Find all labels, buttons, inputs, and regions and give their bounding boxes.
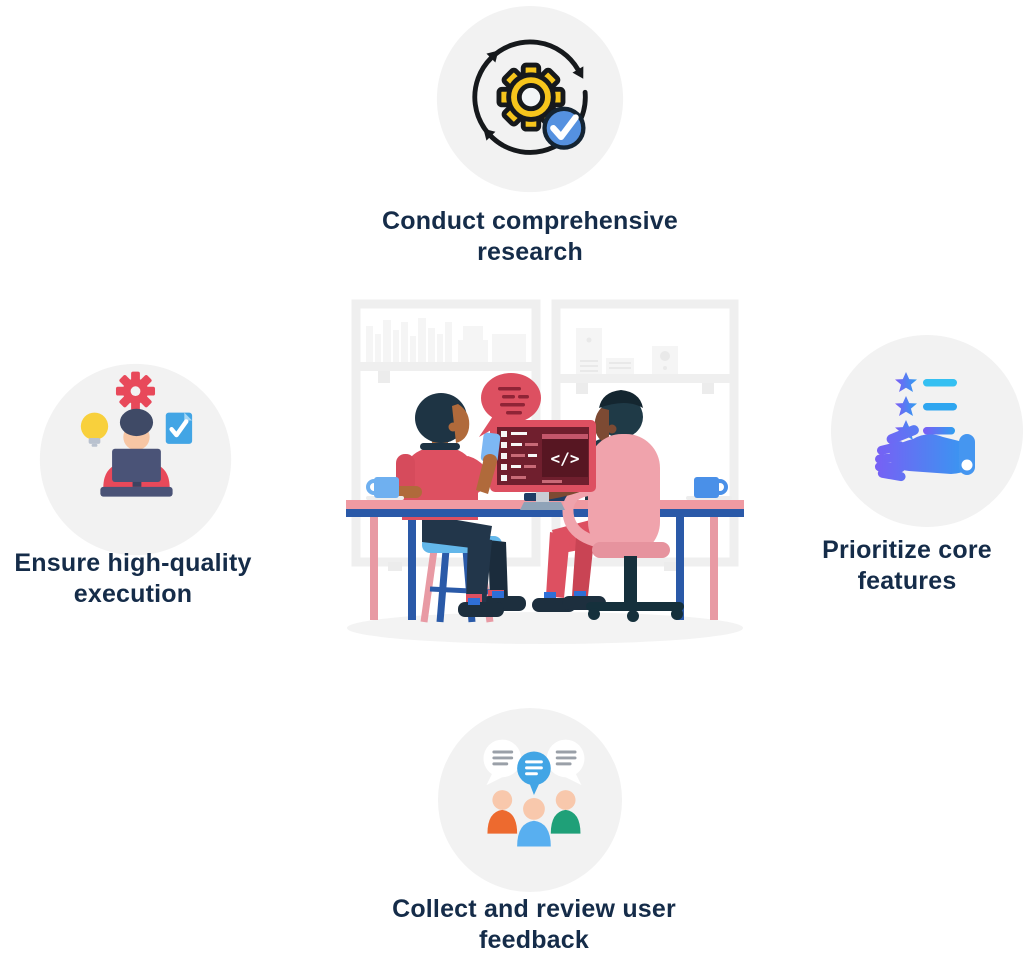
cycle-arrows: [472, 39, 588, 155]
desk-legs: [370, 514, 718, 620]
person-at-computer: [100, 408, 173, 497]
node-bottom: [433, 705, 627, 895]
right-node-label: Prioritize core features: [822, 536, 992, 595]
developer-quality-icon: [39, 363, 232, 556]
office-chair: [562, 434, 684, 622]
code-symbol: </>: [551, 449, 580, 468]
center-illustration: </>: [346, 299, 744, 644]
phone-hand: [476, 432, 501, 494]
node-right: [829, 333, 1024, 529]
sleeve-cuff: [959, 434, 975, 475]
chat-bubble-center: [517, 751, 551, 796]
chat-bubble-left: [483, 739, 522, 786]
red-gear-icon: [115, 371, 156, 411]
left-node-label: Ensure high-quality execution: [14, 549, 252, 608]
team-feedback-chat-icon: [437, 707, 623, 893]
coffee-mug-left: [366, 477, 404, 500]
checked-document-icon: [165, 412, 193, 444]
arrow-heads: [483, 50, 584, 141]
top-node-label: Conduct comprehensive research: [382, 207, 678, 266]
open-hand-icon: [874, 425, 975, 482]
bottom-node-label: Collect and review user feedback: [392, 895, 676, 954]
process-cycle-check-icon: [436, 5, 624, 193]
developer-left: [384, 393, 526, 617]
monitor: </>: [490, 420, 596, 510]
coffee-mug-right: [686, 477, 732, 500]
lightbulb-icon: [80, 412, 109, 447]
hand-priority-list-icon: [831, 335, 1023, 527]
speech-bubble: [479, 373, 541, 437]
chat-bubble-right: [546, 739, 585, 786]
node-top: [433, 4, 627, 198]
node-left: [33, 357, 238, 562]
check-badge-icon: [542, 106, 586, 150]
floor-shadow: [347, 612, 743, 644]
people-group: [487, 790, 581, 847]
